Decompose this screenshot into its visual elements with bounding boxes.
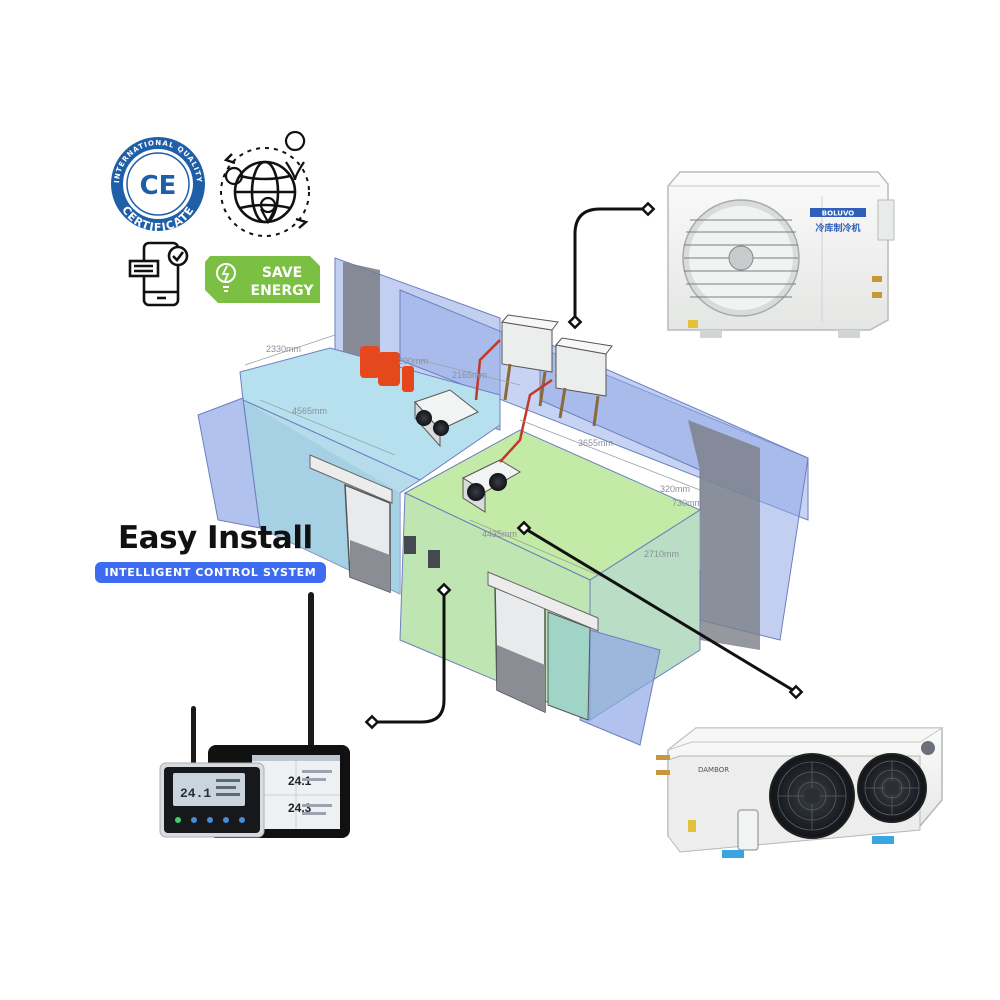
- cold-room-assembly: 2330mm 4565mm 200mm 2165mm 3655mm 320mm …: [197, 257, 809, 746]
- wall-switch-box: [428, 550, 440, 568]
- outdoor-brand: BOLUVO: [822, 210, 854, 218]
- dim-2710: 2710mm: [644, 549, 679, 559]
- dim-2330: 2330mm: [266, 344, 301, 354]
- dim-4565: 4565mm: [292, 406, 327, 416]
- dim-2165: 2165mm: [452, 370, 487, 380]
- small-display-reading: 24.1: [180, 786, 211, 801]
- dim-200: 200mm: [398, 356, 428, 366]
- phone-invoice-icon: [128, 241, 189, 307]
- dim-730: 730mm: [672, 498, 702, 508]
- large-reading-1: 24.1: [288, 774, 312, 788]
- ce-mark: CE: [140, 171, 177, 201]
- connector-node: [788, 684, 804, 700]
- globe-location-icon: [220, 130, 310, 237]
- refrigerant-pipes: [474, 339, 553, 463]
- connector-node: [516, 520, 532, 536]
- outdoor-brand-plate: [810, 208, 866, 217]
- callout-connectors: [372, 207, 797, 724]
- outdoor-brand-cn: 冷库制冷机: [815, 222, 860, 234]
- headline: Easy Install: [118, 520, 313, 556]
- dim-320: 320mm: [660, 484, 690, 494]
- wall-switch-box: [404, 536, 416, 554]
- connector-node: [640, 201, 656, 217]
- ceiling-evaporator-left: [414, 389, 479, 448]
- ceiling-evaporator-right: [461, 459, 521, 513]
- save-energy-line1: SAVE: [262, 265, 302, 281]
- connector-node: [364, 714, 380, 730]
- connector-node: [567, 314, 583, 330]
- connector-node: [436, 582, 452, 598]
- save-energy-icon: SAVE ENERGY: [205, 256, 320, 303]
- antenna: [308, 592, 314, 750]
- unit-cooler-evaporator: DAMBOR: [656, 727, 944, 858]
- dim-3655: 3655mm: [578, 438, 613, 448]
- outdoor-condensing-unit: BOLUVO 冷库制冷机: [667, 171, 895, 338]
- dim-4435: 4435mm: [482, 529, 517, 539]
- roof-condensing-units: [501, 314, 613, 427]
- ce-certificate-icon: INTERNATIONAL QUALITY CERTIFICATE CE: [111, 137, 205, 234]
- wireless-controllers: 24.1 24.3 24.1: [159, 592, 350, 838]
- subheadline-pill: INTELLIGENT CONTROL SYSTEM: [95, 562, 326, 583]
- compressor-tanks: [360, 346, 414, 392]
- evaporator-brand: DAMBOR: [698, 766, 729, 774]
- antenna: [191, 706, 196, 770]
- save-energy-line2: ENERGY: [251, 283, 315, 299]
